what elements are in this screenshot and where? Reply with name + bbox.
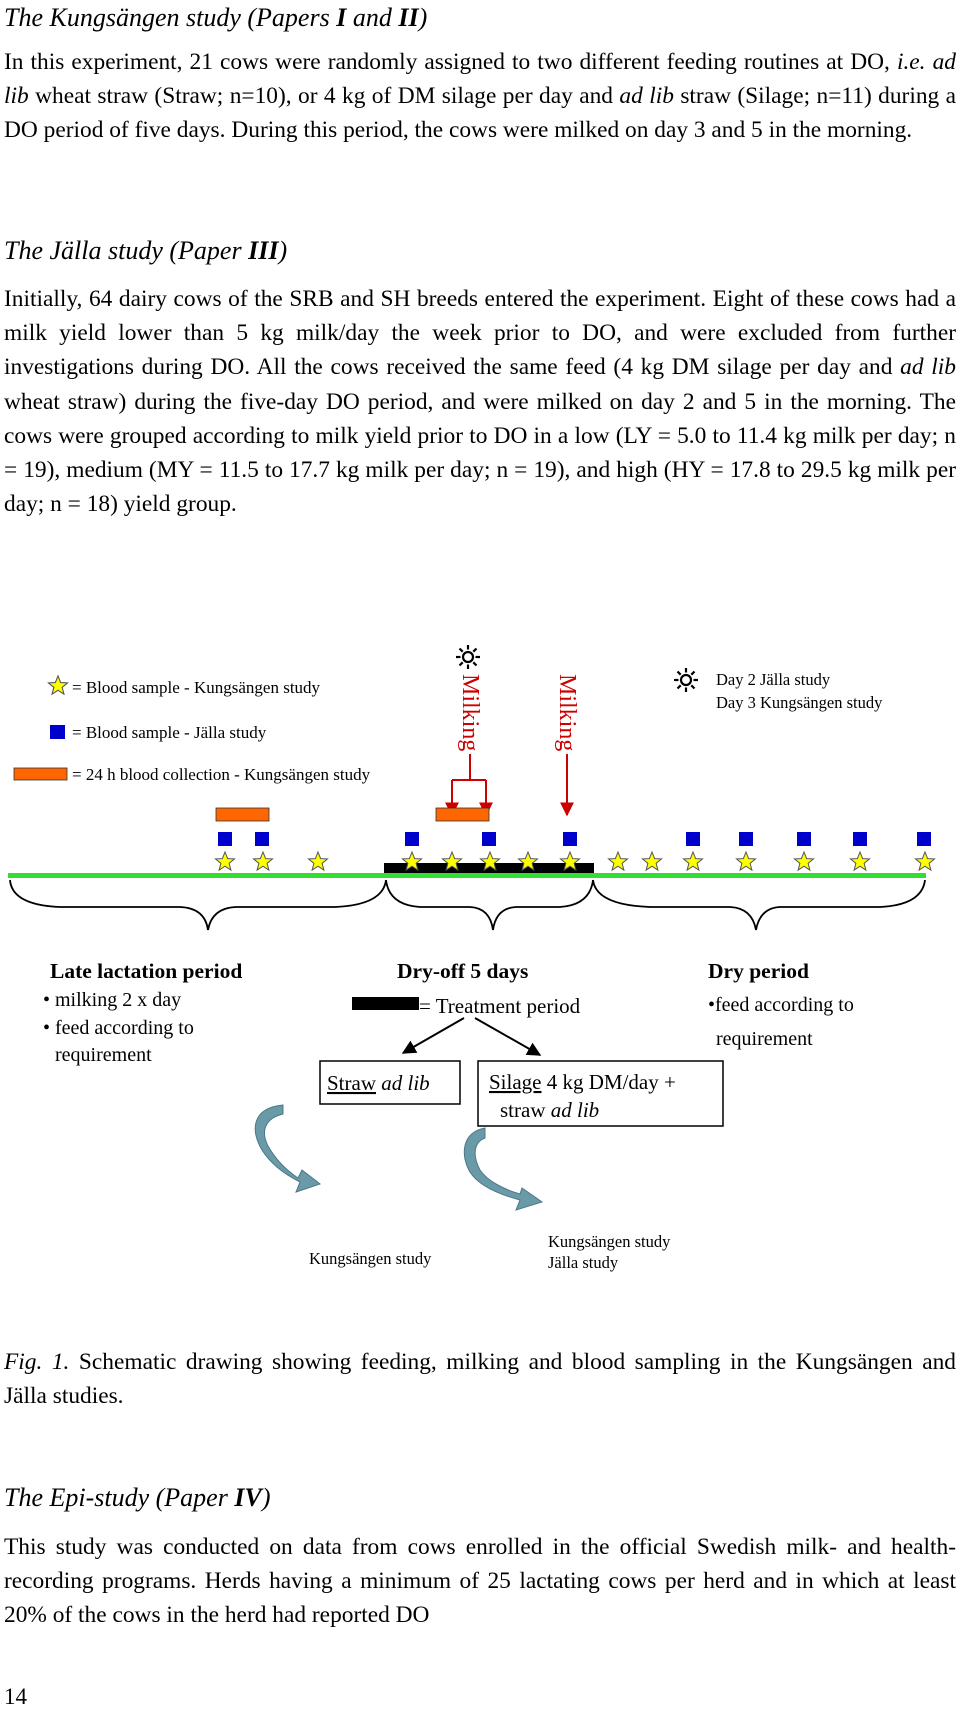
late-bullet-3: requirement (55, 1044, 152, 1066)
sun-label-day2: Day 2 Jälla study (716, 670, 831, 689)
jalla-sample-square (405, 832, 419, 846)
arrow-right-label-2: Jälla study (548, 1253, 619, 1272)
sun-icon-top (454, 643, 482, 671)
dry-off-title: Dry-off 5 days (397, 959, 528, 983)
arrow-right-label-1: Kungsängen study (548, 1232, 671, 1251)
legend-bar-icon (13, 767, 68, 781)
paragraph-epi: This study was conducted on data from co… (4, 1534, 956, 1629)
late-lactation-title: Late lactation period (50, 959, 242, 983)
paragraph-jalla: Initially, 64 dairy cows of the SRB and … (4, 286, 956, 518)
collection-bar-1 (215, 807, 270, 822)
jalla-sample-square (739, 832, 753, 846)
legend-star-label: = Blood sample - Kungsängen study (72, 678, 321, 697)
sun-icon-legend (672, 666, 700, 694)
dry-period-title: Dry period (708, 959, 809, 983)
jalla-sample-markers (218, 832, 931, 846)
curved-arrow-straw (254, 1104, 322, 1193)
silage-box-line1: Silage 4 kg DM/day + (489, 1070, 676, 1094)
section-heading-jalla: The Jälla study (Paper III) (4, 236, 288, 265)
schematic-figure: = Blood sample - Kungsängen study = Bloo… (8, 643, 935, 1272)
jalla-sample-square (917, 832, 931, 846)
page-number: 14 (4, 1684, 27, 1709)
jalla-sample-square (686, 832, 700, 846)
jalla-sample-square (482, 832, 496, 846)
section-heading-kungsangen: The Kungsängen study (Papers I and II) (4, 3, 428, 32)
silage-box-line2: straw ad lib (500, 1098, 599, 1122)
treatment-legend-bar (352, 997, 419, 1010)
kungsangen-sample-markers (215, 851, 935, 871)
dry-bullet-1: •feed according to (708, 994, 854, 1016)
dry-bullet-2: requirement (716, 1028, 813, 1050)
brace-dry-off (385, 879, 594, 931)
jalla-sample-square (218, 832, 232, 846)
kungsangen-sample-star (850, 851, 870, 871)
treatment-legend-label: = Treatment period (419, 994, 581, 1018)
kungsangen-sample-star (308, 851, 328, 871)
kungsangen-sample-star (253, 851, 273, 871)
legend-bar-label: = 24 h blood collection - Kungsängen stu… (72, 765, 371, 784)
section-heading-epi: The Epi-study (Paper IV) (4, 1483, 271, 1512)
silage-box (477, 1060, 724, 1127)
figure-caption: Fig. 1. Schematic drawing showing feedin… (4, 1349, 956, 1409)
brace-late-lactation (9, 879, 387, 931)
paragraph-kungsangen: In this experiment, 21 cows were randoml… (4, 49, 957, 144)
kungsangen-sample-star (736, 851, 756, 871)
jalla-sample-square (797, 832, 811, 846)
milking-label-2: Milking (554, 674, 580, 751)
kungsangen-sample-star (683, 851, 703, 871)
straw-box-text: Straw ad lib (327, 1071, 430, 1095)
curved-arrow-silage (463, 1127, 544, 1211)
kungsangen-sample-star (794, 851, 814, 871)
legend-square-label: = Blood sample - Jälla study (72, 723, 267, 742)
kungsangen-sample-star (608, 851, 628, 871)
arrow-left-label: Kungsängen study (309, 1249, 432, 1268)
kungsangen-sample-star (642, 851, 662, 871)
brace-dry-period (592, 879, 926, 931)
legend-star-icon-shape (48, 675, 68, 695)
sun-label-day3: Day 3 Kungsängen study (716, 693, 883, 712)
legend-square-icon (50, 725, 65, 739)
collection-bar-2 (435, 807, 490, 822)
treatment-period-bar (384, 863, 594, 873)
timeline (8, 873, 926, 878)
jalla-sample-square (563, 832, 577, 846)
kungsangen-sample-star (215, 851, 235, 871)
kungsangen-sample-star (915, 851, 935, 871)
late-bullet-2: • feed according to (43, 1017, 194, 1039)
jalla-sample-square (853, 832, 867, 846)
straw-box (319, 1060, 461, 1105)
late-bullet-1: • milking 2 x day (43, 989, 181, 1011)
milking-label-1: Milking (457, 674, 483, 751)
jalla-sample-square (255, 832, 269, 846)
